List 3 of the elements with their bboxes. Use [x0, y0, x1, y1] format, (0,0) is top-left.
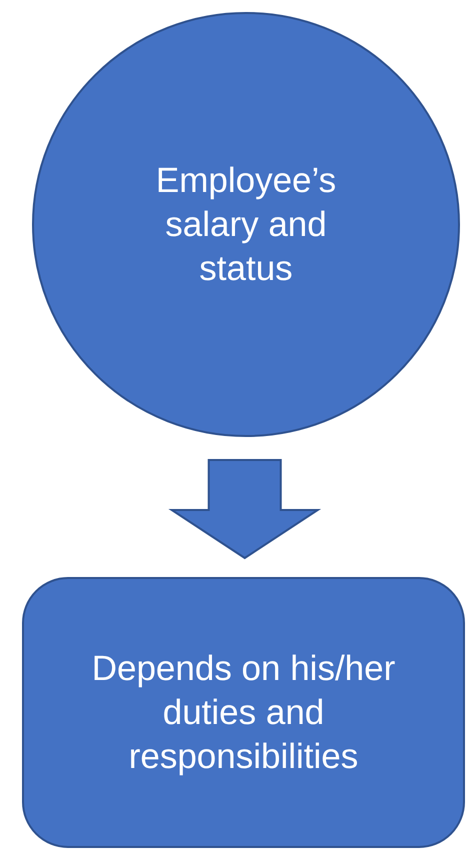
block-arrow	[168, 459, 322, 560]
node-text: Depends on his/her duties and responsibilities	[90, 648, 396, 778]
node-text: Employee’s salary and status	[154, 160, 338, 290]
